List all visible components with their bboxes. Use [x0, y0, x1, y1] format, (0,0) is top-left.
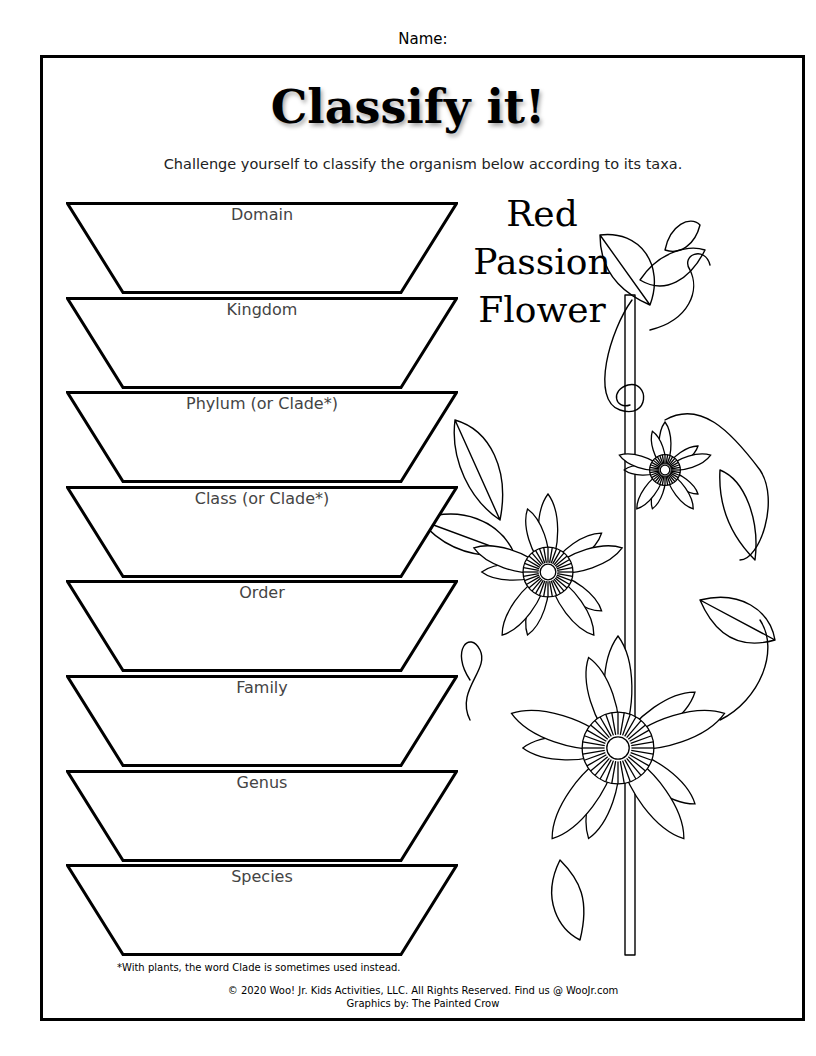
taxon-label: Phylum (or Clade*)	[66, 391, 458, 413]
taxon-trapezoid: Family	[66, 675, 458, 767]
taxon-label: Class (or Clade*)	[66, 486, 458, 508]
credit: Graphics by: The Painted Crow	[0, 998, 816, 1009]
taxon-trapezoid: Genus	[66, 770, 458, 862]
organism-name: Red Passion Flower	[462, 190, 622, 334]
taxon-label: Family	[66, 675, 458, 697]
instructions: Challenge yourself to classify the organ…	[0, 156, 816, 172]
copyright: © 2020 Woo! Jr. Kids Activities, LLC. Al…	[0, 985, 816, 996]
taxon-label: Genus	[66, 770, 458, 792]
taxon-trapezoid: Class (or Clade*)	[66, 486, 458, 578]
taxon-trapezoid: Phylum (or Clade*)	[66, 391, 458, 483]
name-field: Name:	[0, 30, 816, 48]
taxon-label: Domain	[66, 202, 458, 224]
taxon-label: Kingdom	[66, 297, 458, 319]
taxon-trapezoid: Domain	[66, 202, 458, 294]
footnote: *With plants, the word Clade is sometime…	[117, 962, 401, 973]
taxon-label: Species	[66, 864, 458, 886]
taxon-trapezoid: Kingdom	[66, 297, 458, 389]
worksheet-title: Classify it!	[0, 80, 816, 134]
taxon-trapezoid: Order	[66, 580, 458, 672]
taxon-trapezoid: Species	[66, 864, 458, 956]
taxon-label: Order	[66, 580, 458, 602]
